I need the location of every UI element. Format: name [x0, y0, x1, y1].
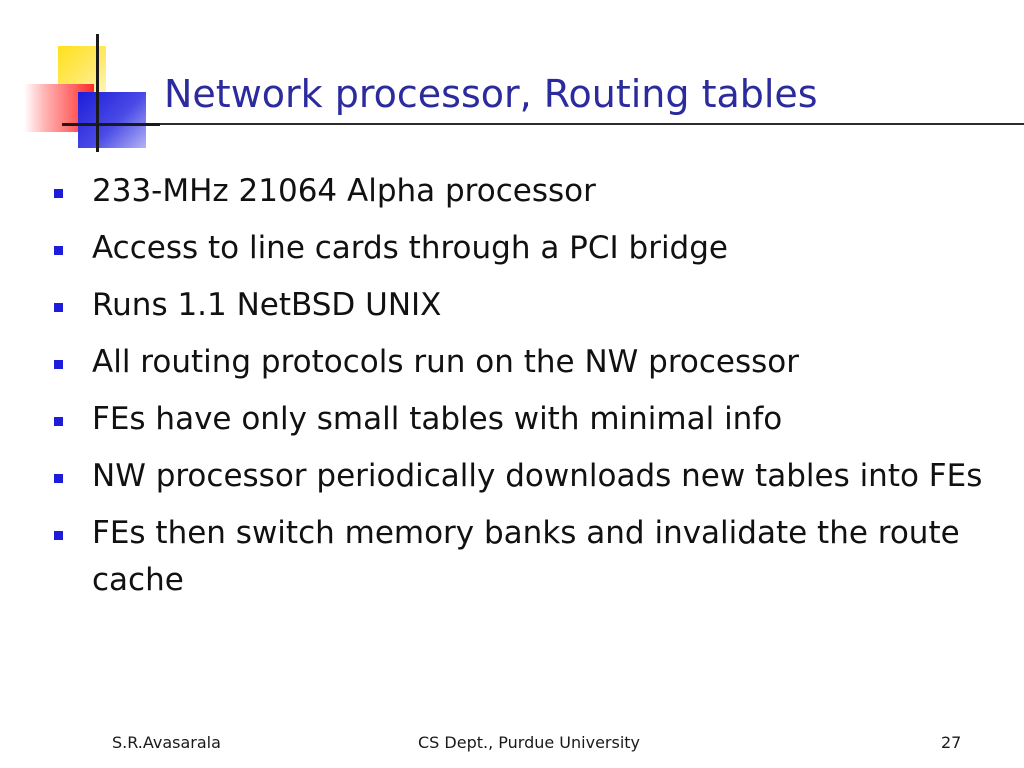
bullet-text: Runs 1.1 NetBSD UNIX: [92, 287, 442, 323]
bullet-item: NW processor periodically downloads new …: [54, 453, 1004, 500]
bullet-item: Runs 1.1 NetBSD UNIX: [54, 282, 1004, 329]
bullet-item: All routing protocols run on the NW proc…: [54, 339, 1004, 386]
bullet-item: FEs have only small tables with minimal …: [54, 396, 1004, 443]
bullet-square-icon: [54, 360, 63, 369]
bullet-text: NW processor periodically downloads new …: [92, 458, 983, 494]
logo-vertical-line: [96, 34, 99, 152]
footer-page-number: 27: [941, 733, 962, 752]
bullet-square-icon: [54, 417, 63, 426]
bullet-square-icon: [54, 303, 63, 312]
bullet-text: All routing protocols run on the NW proc…: [92, 344, 799, 380]
bullet-text: FEs have only small tables with minimal …: [92, 401, 783, 437]
bullet-list: 233-MHz 21064 Alpha processor Access to …: [54, 168, 1004, 614]
title-underline: [160, 123, 1024, 125]
bullet-square-icon: [54, 531, 63, 540]
logo-horizontal-line: [62, 123, 160, 126]
bullet-item: Access to line cards through a PCI bridg…: [54, 225, 1004, 272]
bullet-text: FEs then switch memory banks and invalid…: [92, 515, 960, 598]
bullet-square-icon: [54, 246, 63, 255]
bullet-text: 233-MHz 21064 Alpha processor: [92, 173, 596, 209]
bullet-square-icon: [54, 189, 63, 198]
footer-author: S.R.Avasarala: [112, 733, 221, 752]
bullet-item: FEs then switch memory banks and invalid…: [54, 510, 1004, 604]
slide-logo-decoration: [0, 0, 160, 160]
slide-title: Network processor, Routing tables: [164, 72, 818, 116]
bullet-text: Access to line cards through a PCI bridg…: [92, 230, 728, 266]
footer-organization: CS Dept., Purdue University: [418, 733, 641, 752]
logo-blue-square: [78, 92, 146, 148]
bullet-item: 233-MHz 21064 Alpha processor: [54, 168, 1004, 215]
bullet-square-icon: [54, 474, 63, 483]
